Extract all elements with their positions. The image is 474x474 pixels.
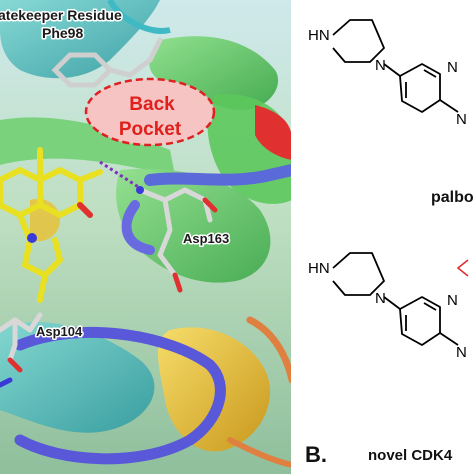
protein-panel: Back Pocket atekeeper Residue Phe98 Asp1… bbox=[0, 0, 292, 474]
cyan-sheet-bottom bbox=[0, 321, 155, 433]
orange-strand bbox=[246, 316, 292, 384]
panel-b-label: B. bbox=[305, 442, 327, 467]
molecule-1 bbox=[332, 19, 459, 113]
yellow-helix-bottom bbox=[158, 327, 271, 452]
phe98-label: Phe98 bbox=[42, 25, 83, 41]
chem-background bbox=[292, 0, 474, 474]
asp104-label: Asp104 bbox=[36, 324, 83, 339]
asp163-label: Asp163 bbox=[183, 231, 229, 246]
molecule-2-atom-hn: HN bbox=[308, 260, 330, 277]
green-strand bbox=[0, 117, 175, 175]
molecule-2 bbox=[332, 252, 459, 346]
back-pocket-label-line1: Back bbox=[129, 94, 175, 115]
red-arrow-fragment bbox=[456, 259, 469, 277]
molecule-2-atom-n-pyridine: N bbox=[447, 292, 458, 309]
back-pocket-ellipse bbox=[84, 77, 216, 147]
back-pocket-label-line2: Pocket bbox=[119, 119, 182, 140]
palbociclib-label: palbo bbox=[431, 189, 474, 206]
ligand-sticks bbox=[0, 147, 103, 303]
asp104-residue bbox=[0, 312, 43, 388]
red-helix bbox=[255, 105, 292, 160]
gatekeeper-label: atekeeper Residue bbox=[0, 7, 122, 23]
molecule-2-atom-n-tail: N bbox=[456, 344, 467, 361]
hydrogen-bond bbox=[99, 160, 141, 190]
molecule-1-atom-hn: HN bbox=[308, 27, 330, 44]
blue-loop-upper bbox=[144, 164, 292, 186]
molecule-1-atom-n-tail: N bbox=[456, 111, 467, 128]
chem-panel: HN N N N palbo HN N N N B. novel CDK4 bbox=[292, 0, 474, 474]
asp163-residue bbox=[136, 186, 218, 293]
cyan-sheet-top bbox=[0, 0, 160, 79]
cyan-loop-top bbox=[107, 0, 171, 34]
green-helix-top bbox=[149, 36, 279, 110]
molecule-1-atom-n-pyridine: N bbox=[447, 59, 458, 76]
molecule-1-atom-n-ring: N bbox=[375, 57, 386, 74]
blue-loop-inner bbox=[121, 200, 155, 255]
phe98-residue bbox=[51, 37, 163, 88]
molecule-2-atom-n-ring: N bbox=[375, 290, 386, 307]
blue-loop-bottom bbox=[14, 326, 226, 465]
novel-cdk4-label: novel CDK4 bbox=[368, 447, 453, 464]
orange-strand-lower bbox=[227, 437, 292, 468]
